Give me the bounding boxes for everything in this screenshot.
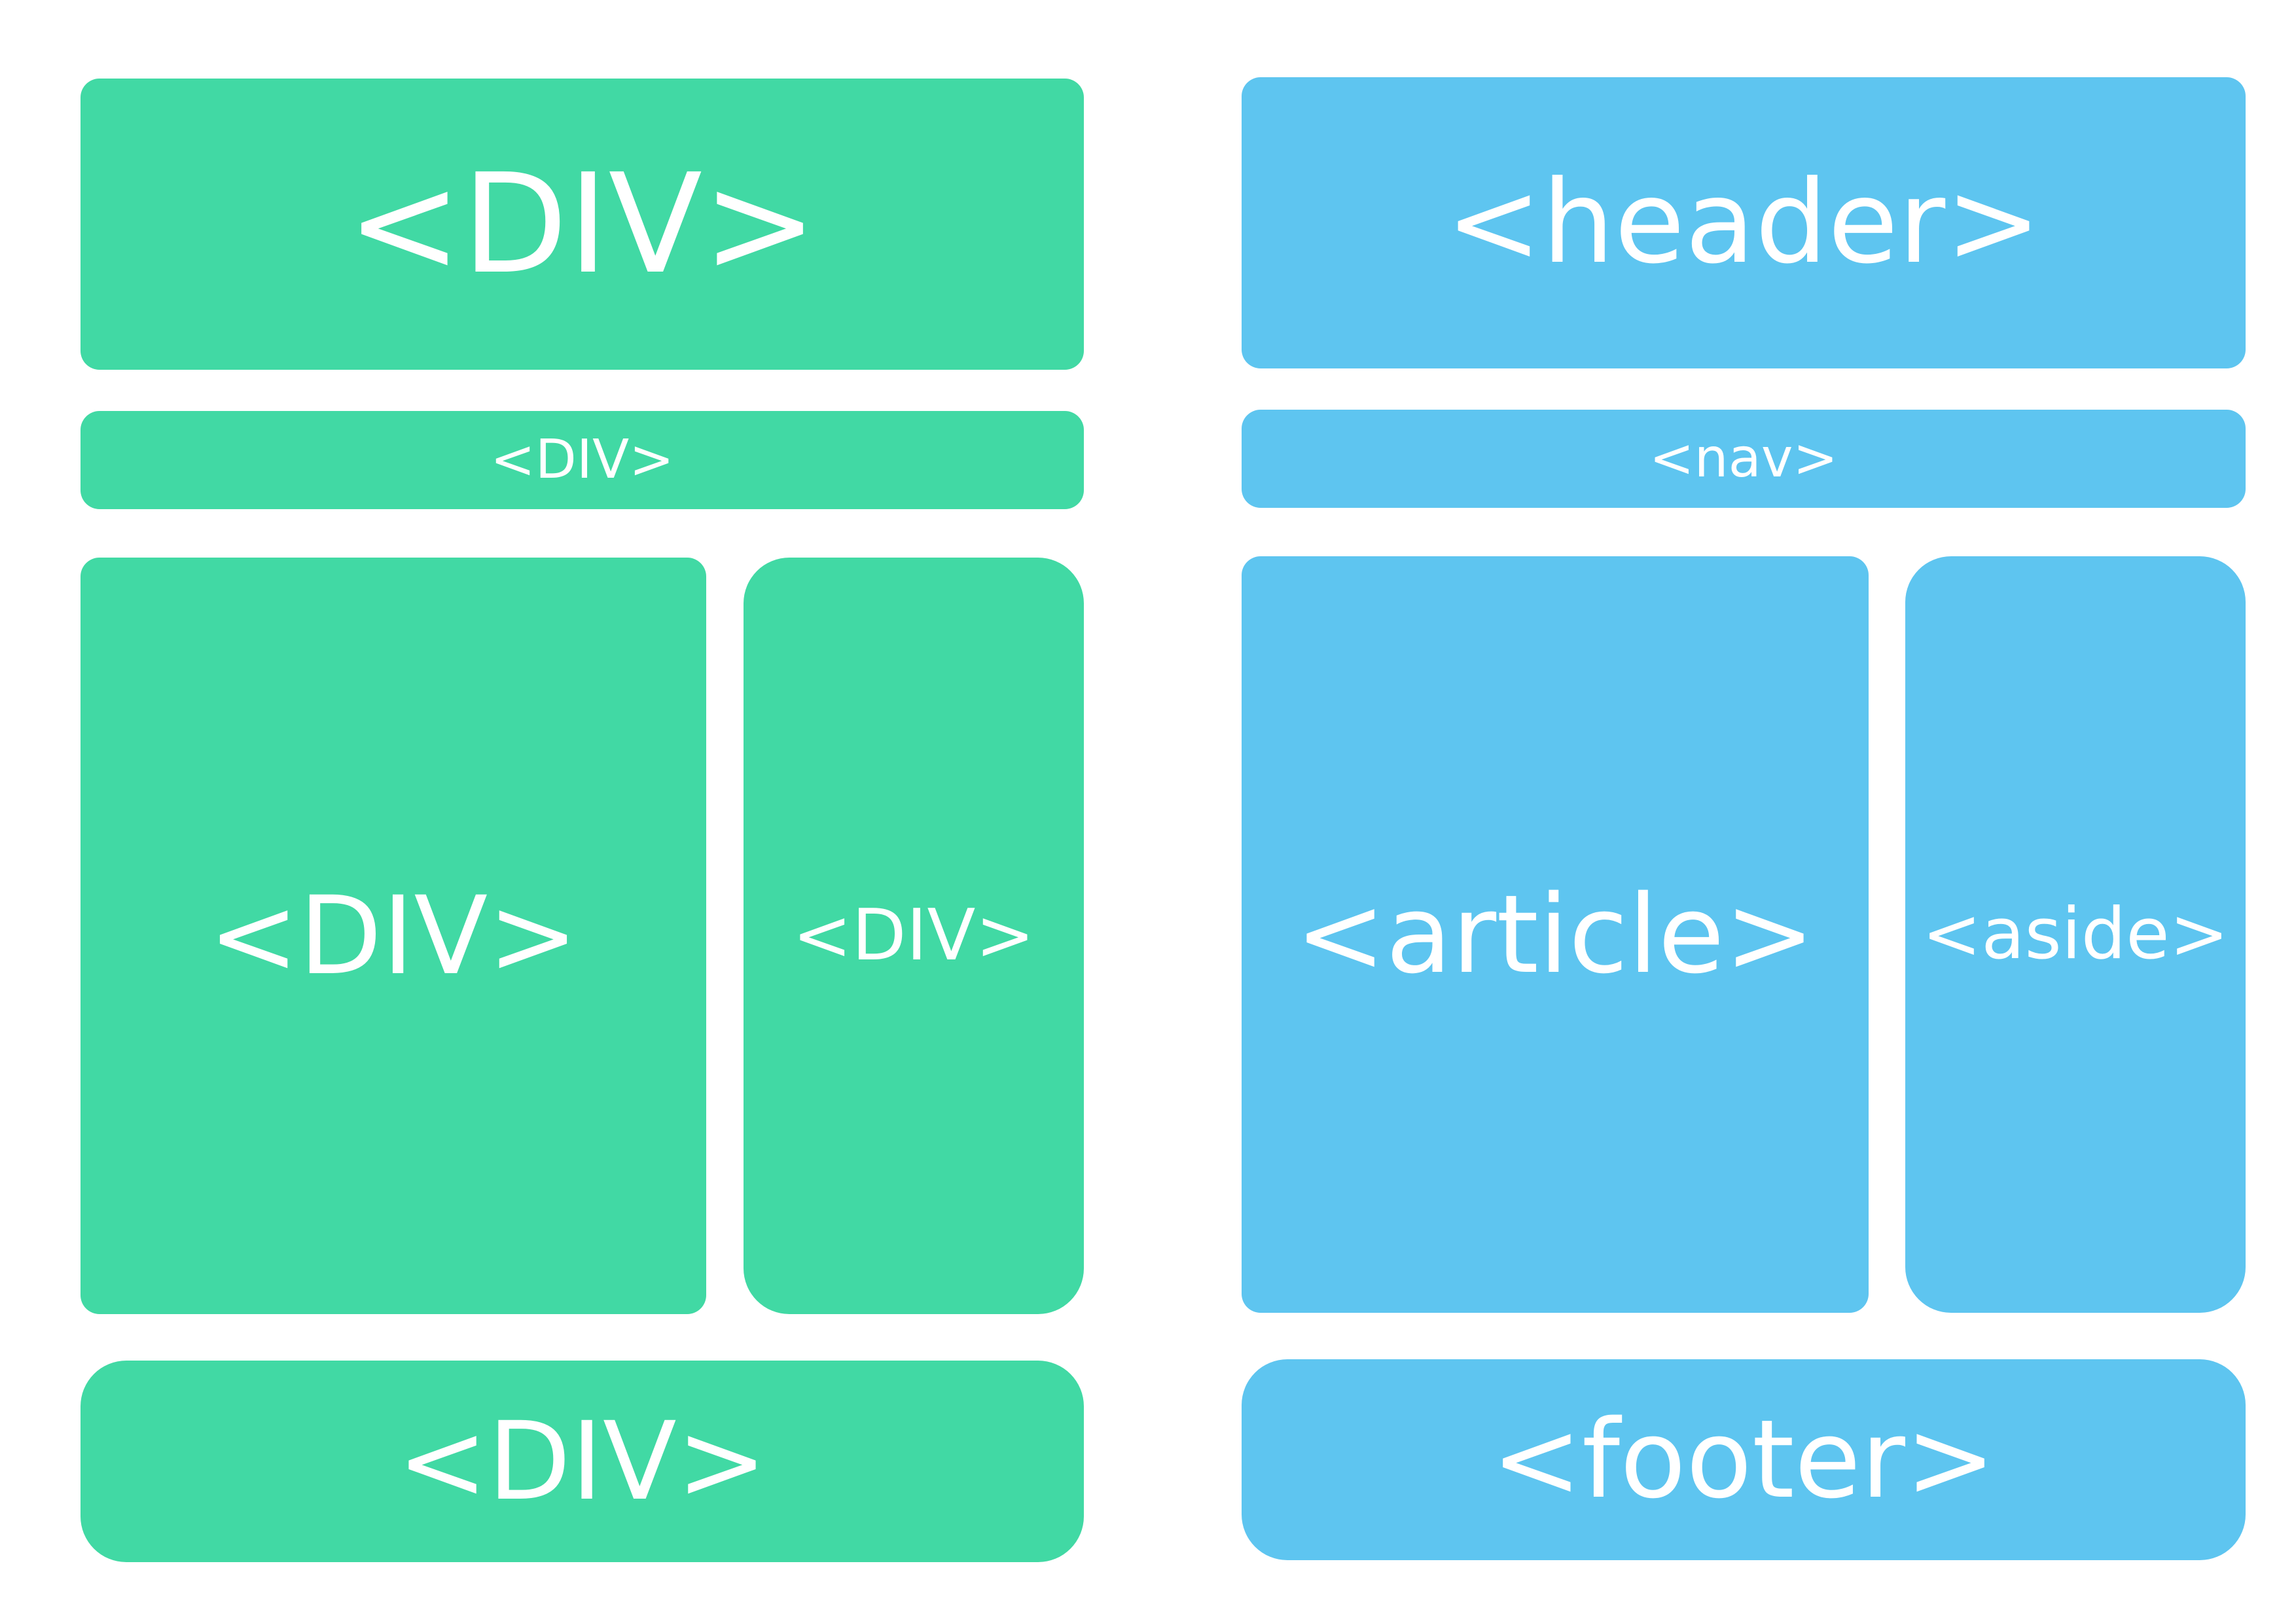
div-bar-block: <DIV> [81, 411, 1084, 509]
nav-block: <nav> [1242, 410, 2246, 508]
div-bottom-block: <DIV> [81, 1361, 1084, 1562]
aside-block: <aside> [1905, 556, 2246, 1313]
footer-label: <footer> [1491, 1397, 1996, 1522]
div-main-label: <DIV> [208, 872, 579, 999]
article-label: <article> [1295, 871, 1816, 997]
footer-block: <footer> [1242, 1359, 2246, 1560]
div-top-label: <DIV> [346, 143, 818, 304]
div-top-block: <DIV> [81, 79, 1084, 370]
aside-label: <aside> [1922, 893, 2229, 975]
article-block: <article> [1242, 556, 1869, 1313]
nav-label: <nav> [1649, 427, 1839, 490]
div-side-label: <DIV> [793, 895, 1035, 976]
div-bottom-label: <DIV> [397, 1398, 768, 1524]
header-block: <header> [1242, 77, 2246, 368]
div-main-block: <DIV> [81, 558, 706, 1314]
header-label: <header> [1446, 156, 2041, 289]
div-bar-label: <DIV> [490, 429, 674, 491]
div-side-block: <DIV> [744, 558, 1084, 1314]
